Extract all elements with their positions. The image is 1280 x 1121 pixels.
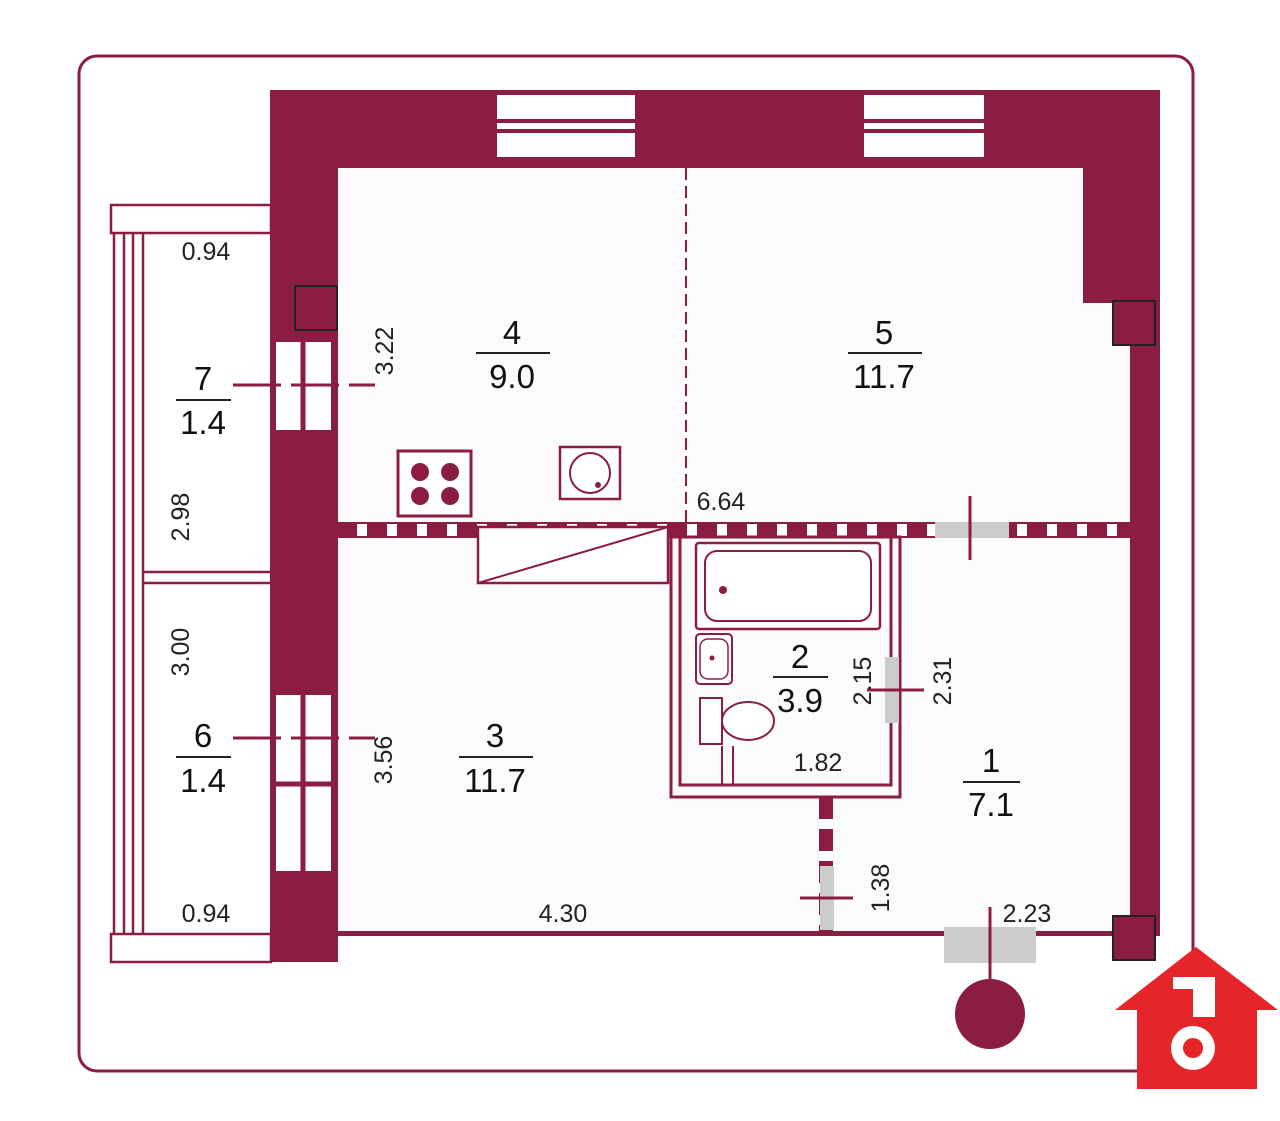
room-5-number: 5 bbox=[875, 314, 893, 351]
room-1-label: 1 7.1 bbox=[963, 742, 1020, 823]
room-4-label: 4 9.0 bbox=[476, 314, 550, 395]
house-key-icon bbox=[1115, 947, 1278, 1089]
dim-kitchen-window-wall: 3.22 bbox=[371, 327, 399, 376]
room-1-area: 7.1 bbox=[968, 786, 1014, 823]
window-top-right bbox=[864, 95, 984, 157]
bathtub-icon bbox=[694, 541, 882, 631]
entrance-door bbox=[944, 907, 1036, 1049]
room-6-label: 6 1.4 bbox=[176, 717, 231, 799]
room-3-number: 3 bbox=[486, 717, 504, 754]
washing-machine-icon bbox=[558, 445, 622, 501]
stove-icon bbox=[396, 449, 473, 518]
room-3-label: 3 11.7 bbox=[459, 717, 533, 799]
sink-icon bbox=[695, 633, 733, 685]
dim-bathroom-door-height: 2.15 bbox=[849, 657, 877, 706]
dim-corridor-width: 6.64 bbox=[697, 488, 746, 516]
dim-partition-length: 1.38 bbox=[867, 864, 895, 913]
room-2-number: 2 bbox=[791, 638, 809, 675]
window-top-left bbox=[497, 95, 635, 157]
room-2-label: 2 3.9 bbox=[773, 638, 828, 719]
dim-balcony-6-length: 3.00 bbox=[167, 628, 195, 677]
room-7-label: 7 1.4 bbox=[176, 360, 231, 441]
dim-bathroom-outer-height: 2.31 bbox=[929, 657, 957, 706]
dim-room-3-wall: 3.56 bbox=[370, 736, 398, 785]
room-3-area: 11.7 bbox=[464, 762, 526, 799]
room-5-area: 11.7 bbox=[853, 358, 915, 395]
room-1-number: 1 bbox=[982, 742, 1000, 779]
room-2-area: 3.9 bbox=[777, 682, 823, 719]
partition-below-bathroom bbox=[800, 797, 853, 931]
room-7-number: 7 bbox=[194, 360, 212, 397]
dim-room-3-width: 4.30 bbox=[539, 900, 588, 928]
balcony-structure bbox=[109, 203, 273, 964]
room-7-area: 1.4 bbox=[180, 404, 226, 441]
dimension-ticks bbox=[233, 383, 924, 740]
wall-columns bbox=[294, 285, 1156, 961]
plan-frame bbox=[77, 54, 1195, 1073]
room-5-label: 5 11.7 bbox=[848, 314, 922, 395]
dim-balcony-top-width: 0.94 bbox=[182, 238, 231, 266]
exterior-walls bbox=[270, 90, 1160, 962]
balcony-door-lower bbox=[276, 695, 331, 871]
room-4-area: 9.0 bbox=[489, 358, 535, 395]
room-4-number: 4 bbox=[503, 314, 521, 351]
toilet-icon bbox=[699, 697, 775, 785]
dim-balcony-7-length: 2.98 bbox=[167, 493, 195, 542]
dim-balcony-bottom-width: 0.94 bbox=[182, 900, 231, 928]
room-6-area: 1.4 bbox=[180, 762, 226, 799]
dim-entrance-width: 2.23 bbox=[1003, 900, 1052, 928]
entrance-marker-icon bbox=[955, 979, 1025, 1049]
dim-bathroom-width: 1.82 bbox=[794, 749, 843, 777]
kitchen-counter bbox=[476, 525, 670, 585]
room-6-number: 6 bbox=[194, 717, 212, 754]
